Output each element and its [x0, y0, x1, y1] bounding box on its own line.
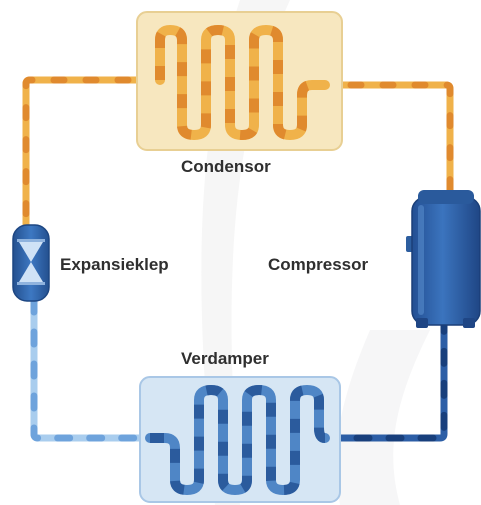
compressor-tank-icon	[406, 190, 481, 328]
cold-pipe	[30, 296, 448, 442]
hot-pipe	[22, 76, 454, 229]
evaporator-label: Verdamper	[181, 349, 269, 368]
condensor	[136, 11, 343, 151]
condensor-label: Condensor	[181, 157, 271, 176]
condensor-coil	[155, 25, 330, 140]
evaporator	[139, 376, 341, 503]
compressor-label: Compressor	[268, 255, 369, 274]
hourglass-valve-icon	[12, 224, 50, 302]
expansion-valve-label: Expansieklep	[60, 255, 169, 274]
